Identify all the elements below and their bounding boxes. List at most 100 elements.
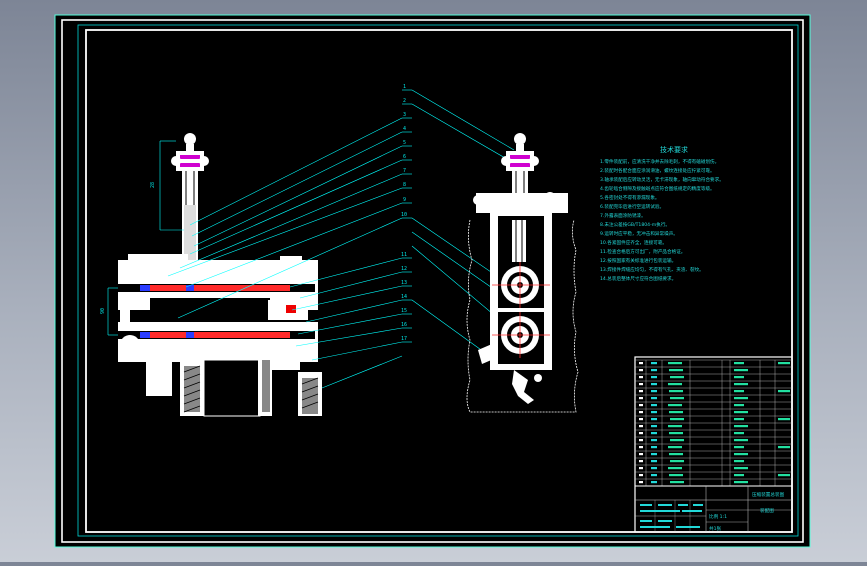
- callout-8: 8: [403, 182, 406, 188]
- parts-list-entry: [651, 446, 657, 449]
- parts-list-entry: [639, 418, 643, 421]
- parts-list-entry: [778, 390, 790, 393]
- section-view-left: 28 90: [100, 133, 322, 417]
- parts-list-entry: [651, 411, 657, 414]
- parts-list-entry: [734, 474, 744, 477]
- parts-list-entry: [670, 481, 684, 484]
- side-view-right: [466, 133, 579, 413]
- parts-list-entry: [651, 460, 657, 463]
- parts-list-entry: [639, 369, 643, 372]
- technical-notes: 技术要求 1.零件装配前，应清洗干净并去除毛刺，不得有磕碰划伤。 2.装配时各配…: [600, 145, 724, 282]
- parts-list-entry: [669, 474, 683, 477]
- parts-list-entry: [734, 432, 744, 435]
- parts-list-entry: [668, 425, 682, 428]
- parts-list-entry: [639, 453, 643, 456]
- note-line: 1.零件装配前，应清洗干净并去除毛刺，不得有磕碰划伤。: [600, 158, 719, 165]
- note-line: 8.未注公差按GB/T1804-m执行。: [600, 221, 670, 228]
- drawing-sheet-count: 共1张: [709, 525, 722, 532]
- parts-list-entry: [639, 467, 643, 470]
- callout-7: 7: [403, 168, 406, 174]
- parts-list-entry: [651, 432, 657, 435]
- parts-list-entry: [669, 453, 683, 456]
- note-line: 4.齿轮啮合侧隙及接触斑点应符合图纸规定的精度等级。: [600, 185, 715, 192]
- callout-6: 6: [403, 154, 406, 160]
- parts-list-entry: [651, 453, 657, 456]
- parts-list-entry: [639, 481, 643, 484]
- parts-list-entry: [734, 418, 744, 421]
- note-line: 6.装配完毕后进行空运转试验。: [600, 203, 664, 210]
- parts-list-entry: [639, 362, 643, 365]
- parts-list-entry: [734, 446, 744, 449]
- callout-15: 15: [401, 308, 407, 314]
- note-line: 14.总装后整体尺寸应符合图纸要求。: [600, 275, 676, 282]
- parts-list-entry: [639, 460, 643, 463]
- parts-list-entry: [668, 446, 682, 449]
- parts-list-entry: [734, 453, 748, 456]
- parts-list-entry: [651, 376, 657, 379]
- note-line: 12.按照国家有关标准进行包装运输。: [600, 257, 676, 264]
- callout-17: 17: [401, 336, 407, 342]
- svg-text:90: 90: [100, 308, 106, 314]
- callout-13: 13: [401, 280, 407, 286]
- note-line: 5.各密封处不得有渗漏现象。: [600, 194, 660, 201]
- drawing-name: 压缩装置总装图: [752, 491, 785, 498]
- parts-list-entry: [651, 369, 657, 372]
- title-block: 压缩装置总装图 装配图 比例 1:1 共1张: [635, 486, 792, 532]
- parts-list-entry: [651, 467, 657, 470]
- notes-title: 技术要求: [660, 145, 688, 154]
- parts-list-entry: [734, 376, 744, 379]
- inner-border: [85, 29, 793, 533]
- parts-list-table: [634, 356, 793, 533]
- parts-list-entry: [734, 411, 748, 414]
- parts-list-entry: [639, 425, 643, 428]
- parts-list-entry: [734, 467, 748, 470]
- parts-list-entry: [778, 446, 790, 449]
- binding-margin-line: [77, 24, 799, 537]
- parts-list-entry: [651, 390, 657, 393]
- parts-list-entry: [668, 383, 682, 386]
- note-line: 2.装配时各配合面应涂润滑油，螺纹连接处应拧紧可靠。: [600, 167, 715, 174]
- drawing-scale: 比例 1:1: [709, 513, 727, 520]
- parts-list-entry: [734, 383, 748, 386]
- parts-list-entry: [651, 397, 657, 400]
- parts-list-entry: [639, 390, 643, 393]
- parts-list-entry: [670, 439, 684, 442]
- outer-border: [61, 19, 804, 543]
- callout-5: 5: [403, 140, 406, 146]
- parts-list-entry: [778, 474, 790, 477]
- note-line: 9.运转时应平稳，无冲击和异常噪声。: [600, 230, 678, 237]
- parts-list-entry: [639, 397, 643, 400]
- parts-list-entry: [670, 418, 684, 421]
- parts-list-entry: [734, 439, 748, 442]
- parts-list-entry: [651, 404, 657, 407]
- note-line: 13.焊接件焊缝应均匀，不得有气孔、夹渣、裂纹。: [600, 266, 704, 273]
- drawing-sheet-type: 装配图: [760, 507, 774, 514]
- parts-list-entry: [670, 460, 684, 463]
- parts-list-entry: [669, 411, 683, 414]
- callout-12: 12: [401, 266, 407, 272]
- parts-list-entry: [670, 397, 684, 400]
- parts-list-entry: [778, 418, 790, 421]
- svg-text:28: 28: [150, 182, 156, 188]
- parts-list-entry: [734, 369, 748, 372]
- leader-lines-right: [411, 89, 515, 353]
- parts-list-entry: [639, 474, 643, 477]
- parts-list-entry: [778, 362, 790, 365]
- parts-list-entry: [668, 467, 682, 470]
- parts-list-entry: [639, 376, 643, 379]
- parts-list-entry: [651, 474, 657, 477]
- parts-list-entry: [668, 362, 682, 365]
- parts-list-entry: [651, 439, 657, 442]
- callout-10: 10: [401, 212, 407, 218]
- callout-9: 9: [403, 197, 406, 203]
- parts-list-entry: [639, 404, 643, 407]
- parts-list-entry: [670, 376, 684, 379]
- parts-list-entry: [669, 432, 683, 435]
- callout-numbers: 1 2 3 4 5 6 7 8 9 10 11 12 13 14 15 16 1…: [401, 84, 412, 343]
- callout-3: 3: [403, 112, 406, 118]
- callout-4: 4: [403, 126, 406, 132]
- parts-list-entry: [651, 362, 657, 365]
- callout-14: 14: [401, 294, 407, 300]
- parts-list-entry: [734, 460, 744, 463]
